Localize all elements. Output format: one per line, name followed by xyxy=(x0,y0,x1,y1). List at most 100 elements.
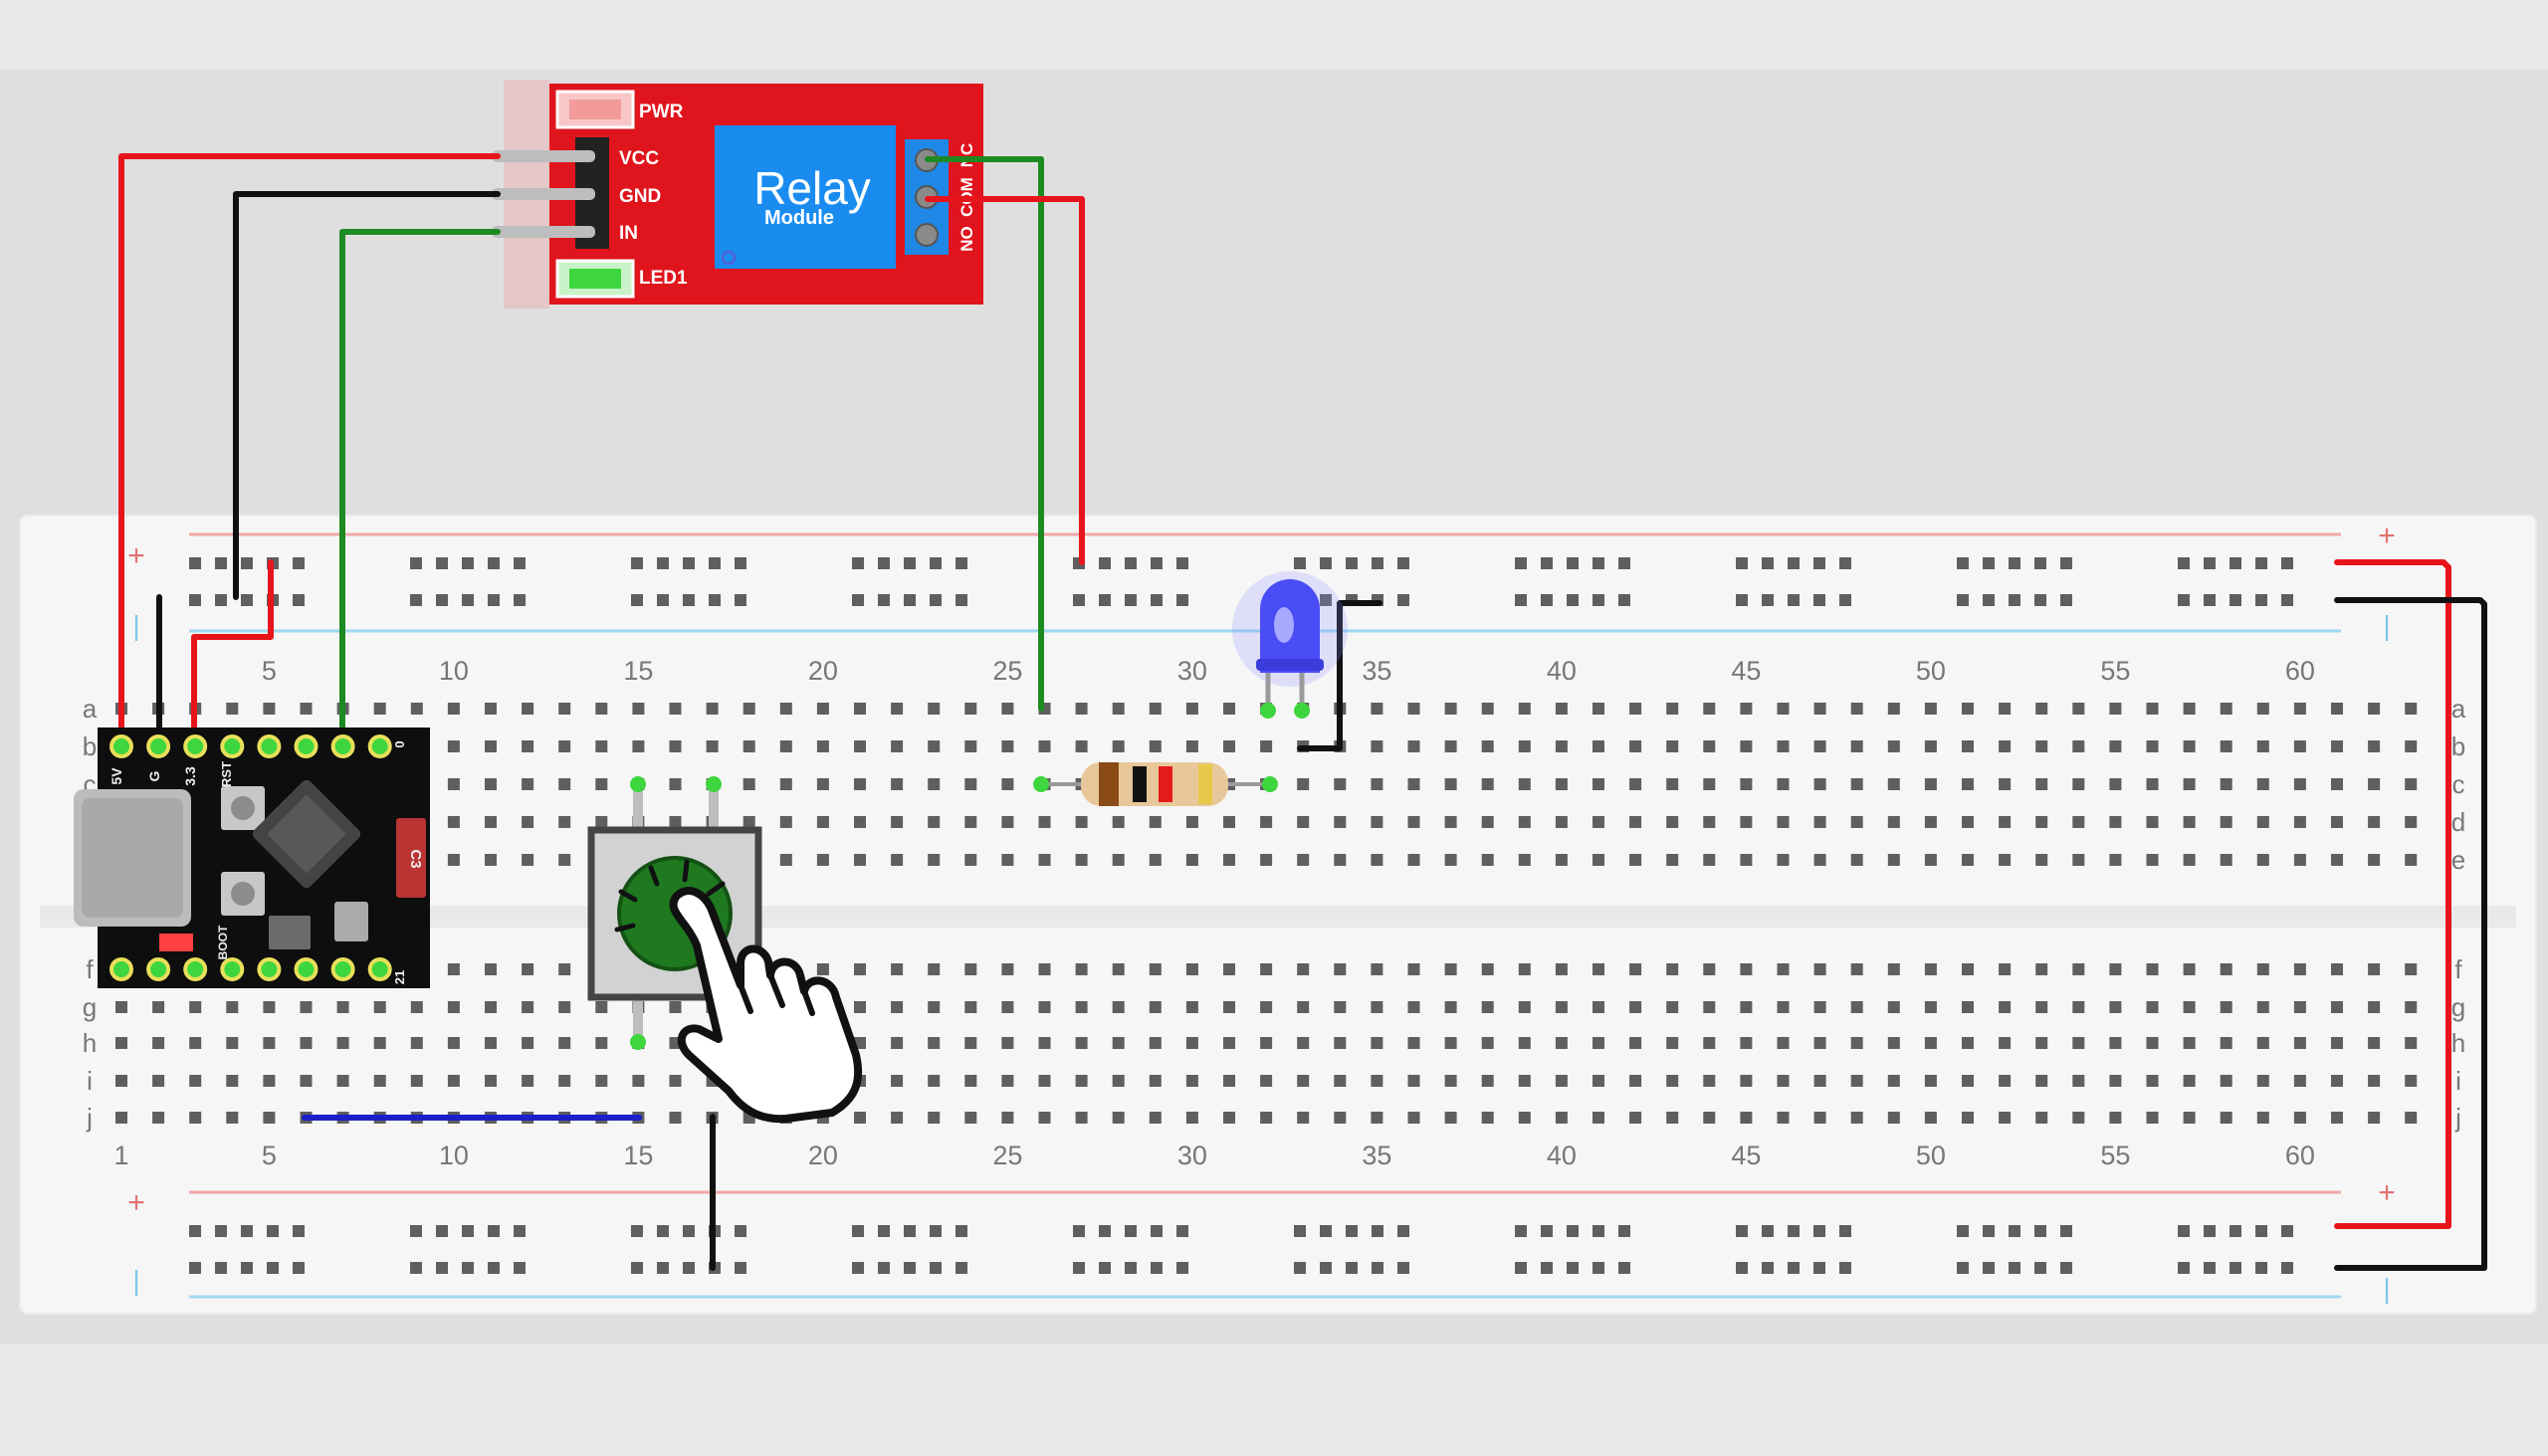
hole[interactable] xyxy=(447,778,460,790)
hole[interactable] xyxy=(2256,816,2269,828)
hole[interactable] xyxy=(410,1075,423,1087)
hole[interactable] xyxy=(1075,963,1088,975)
hole[interactable] xyxy=(816,963,829,975)
hole[interactable] xyxy=(1740,816,1753,828)
hole[interactable] xyxy=(2293,963,2306,975)
wires[interactable] xyxy=(118,153,2487,1271)
hole[interactable] xyxy=(1481,816,1494,828)
hole[interactable] xyxy=(2331,1037,2343,1049)
hole[interactable] xyxy=(2035,854,2048,866)
hole[interactable] xyxy=(1334,963,1347,975)
hole[interactable] xyxy=(1887,1112,1900,1124)
hole[interactable] xyxy=(485,1037,497,1049)
hole[interactable] xyxy=(891,1037,904,1049)
hole[interactable] xyxy=(1555,854,1568,866)
hole[interactable] xyxy=(1185,1112,1198,1124)
hole[interactable] xyxy=(2256,1075,2269,1087)
rail-hole[interactable] xyxy=(1176,1225,1188,1237)
hole[interactable] xyxy=(1924,963,1937,975)
hole[interactable] xyxy=(1481,1075,1494,1087)
hole[interactable] xyxy=(964,854,977,866)
hole[interactable] xyxy=(1592,963,1604,975)
hole[interactable] xyxy=(2256,1001,2269,1013)
hole[interactable] xyxy=(1703,1112,1716,1124)
hole[interactable] xyxy=(1592,703,1604,715)
hole[interactable] xyxy=(2293,778,2306,790)
wire-gnd-black[interactable] xyxy=(233,191,501,600)
hole[interactable] xyxy=(891,703,904,715)
hole[interactable] xyxy=(263,1112,276,1124)
hole[interactable] xyxy=(1223,1001,1235,1013)
hole[interactable] xyxy=(1887,1075,1900,1087)
hole[interactable] xyxy=(447,854,460,866)
hole[interactable] xyxy=(2405,740,2418,752)
hole[interactable] xyxy=(1149,1037,1162,1049)
hole[interactable] xyxy=(964,1112,977,1124)
hole[interactable] xyxy=(743,703,755,715)
hole[interactable] xyxy=(1407,740,1420,752)
hole[interactable] xyxy=(1038,854,1051,866)
hole[interactable] xyxy=(1850,1001,1863,1013)
rail-hole[interactable] xyxy=(1294,557,1306,569)
hole[interactable] xyxy=(1185,963,1198,975)
hole[interactable] xyxy=(2146,1001,2159,1013)
hole[interactable] xyxy=(1666,1112,1679,1124)
hole[interactable] xyxy=(1887,1001,1900,1013)
hole[interactable] xyxy=(1223,740,1235,752)
hole[interactable] xyxy=(485,740,497,752)
rail-hole[interactable] xyxy=(293,1225,305,1237)
hole[interactable] xyxy=(447,1001,460,1013)
hole[interactable] xyxy=(2368,1001,2381,1013)
hole[interactable] xyxy=(2220,778,2232,790)
rail-hole[interactable] xyxy=(2060,1225,2072,1237)
hole[interactable] xyxy=(1850,854,1863,866)
hole[interactable] xyxy=(226,1037,239,1049)
hole[interactable] xyxy=(2072,963,2085,975)
hole[interactable] xyxy=(1001,1037,1014,1049)
resistor-pin-left[interactable] xyxy=(1033,776,1049,792)
hole[interactable] xyxy=(1075,816,1088,828)
hole[interactable] xyxy=(1850,1037,1863,1049)
rail-hole[interactable] xyxy=(1176,594,1188,606)
hole[interactable] xyxy=(816,816,829,828)
hole[interactable] xyxy=(1407,1075,1420,1087)
rail-hole[interactable] xyxy=(1813,1262,1825,1274)
hole[interactable] xyxy=(189,1001,202,1013)
hole[interactable] xyxy=(2368,1037,2381,1049)
hole[interactable] xyxy=(1075,1001,1088,1013)
button-pin-bl[interactable] xyxy=(630,1034,646,1050)
hole[interactable] xyxy=(1038,1001,1051,1013)
rail-hole[interactable] xyxy=(1099,557,1111,569)
hole[interactable] xyxy=(1777,740,1790,752)
hole[interactable] xyxy=(115,1075,127,1087)
hole[interactable] xyxy=(1740,1001,1753,1013)
rail-hole[interactable] xyxy=(1176,1262,1188,1274)
hole[interactable] xyxy=(1038,816,1051,828)
rail-hole[interactable] xyxy=(436,1262,448,1274)
board-pin[interactable] xyxy=(261,961,278,977)
rail-hole[interactable] xyxy=(2034,594,2046,606)
rail-hole[interactable] xyxy=(930,594,942,606)
hole[interactable] xyxy=(964,816,977,828)
hole[interactable] xyxy=(152,1037,165,1049)
hole[interactable] xyxy=(2331,963,2343,975)
hole[interactable] xyxy=(1075,703,1088,715)
rail-hole[interactable] xyxy=(735,1225,746,1237)
hole[interactable] xyxy=(2146,854,2159,866)
hole[interactable] xyxy=(1740,740,1753,752)
hole[interactable] xyxy=(1444,1001,1457,1013)
rail-hole[interactable] xyxy=(1397,557,1409,569)
hole[interactable] xyxy=(1297,1112,1310,1124)
hole[interactable] xyxy=(928,963,941,975)
hole[interactable] xyxy=(1592,854,1604,866)
boot-button-cap[interactable] xyxy=(231,882,255,906)
hole[interactable] xyxy=(1962,854,1974,866)
hole[interactable] xyxy=(1297,778,1310,790)
hole[interactable] xyxy=(558,778,571,790)
hole[interactable] xyxy=(1444,1112,1457,1124)
rail-hole[interactable] xyxy=(241,1225,253,1237)
rail-hole[interactable] xyxy=(2281,1225,2293,1237)
hole[interactable] xyxy=(1629,1001,1642,1013)
hole[interactable] xyxy=(1518,1075,1531,1087)
hole[interactable] xyxy=(743,778,755,790)
